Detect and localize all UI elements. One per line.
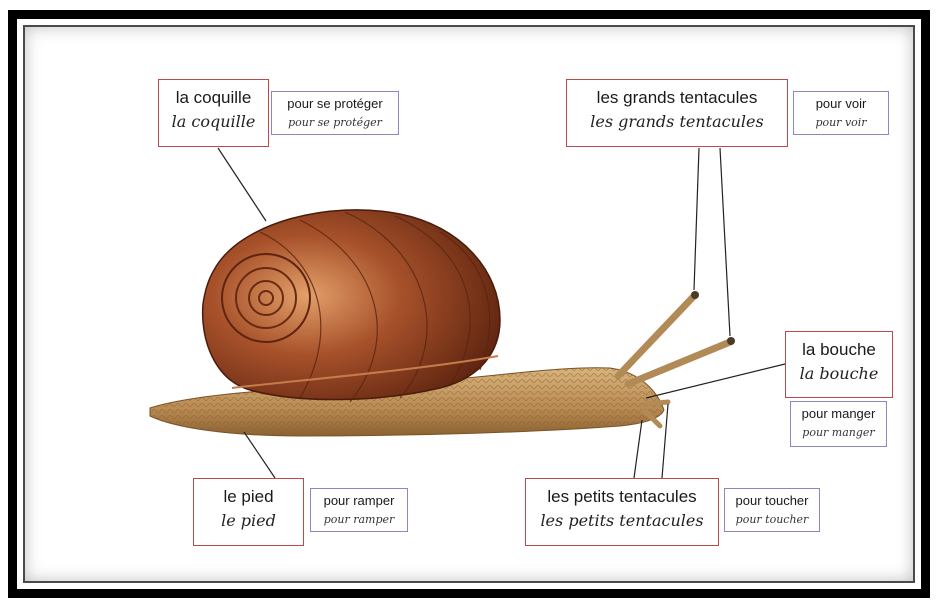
label-shell: la coquille la coquille: [158, 79, 269, 147]
label-small-tentacles-cursive: les petits tentacules: [526, 511, 718, 531]
function-small-tentacles-text: pour toucher: [725, 493, 819, 509]
function-great-tentacles-text: pour voir: [794, 96, 888, 112]
label-great-tentacles-text: les grands tentacules: [567, 88, 787, 108]
label-great-tentacles: les grands tentacules les grands tentacu…: [566, 79, 788, 147]
label-shell-text: la coquille: [159, 88, 268, 108]
great-tentacles: [618, 291, 735, 384]
function-great-tentacles-cursive: pour voir: [794, 116, 888, 130]
function-great-tentacles: pour voir pour voir: [793, 91, 889, 135]
snail-shell: [203, 210, 500, 402]
function-small-tentacles: pour toucher pour toucher: [724, 488, 820, 532]
function-shell-text: pour se protéger: [272, 96, 398, 112]
label-foot-text: le pied: [194, 487, 303, 507]
function-shell: pour se protéger pour se protéger: [271, 91, 399, 135]
label-mouth-text: la bouche: [786, 340, 892, 360]
label-great-tentacles-cursive: les grands tentacules: [567, 112, 787, 132]
function-mouth: pour manger pour manger: [790, 401, 887, 447]
function-foot-text: pour ramper: [311, 493, 407, 509]
label-small-tentacles-text: les petits tentacules: [526, 487, 718, 507]
label-mouth-cursive: la bouche: [786, 364, 892, 384]
function-small-tentacles-cursive: pour toucher: [725, 513, 819, 527]
function-foot-cursive: pour ramper: [311, 513, 407, 527]
label-foot-cursive: le pied: [194, 511, 303, 531]
label-small-tentacles: les petits tentacules les petits tentacu…: [525, 478, 719, 546]
label-foot: le pied le pied: [193, 478, 304, 546]
function-mouth-text: pour manger: [791, 406, 886, 422]
function-foot: pour ramper pour ramper: [310, 488, 408, 532]
label-shell-cursive: la coquille: [159, 112, 268, 132]
label-mouth: la bouche la bouche: [785, 331, 893, 398]
function-mouth-cursive: pour manger: [791, 426, 886, 440]
function-shell-cursive: pour se protéger: [272, 116, 398, 130]
